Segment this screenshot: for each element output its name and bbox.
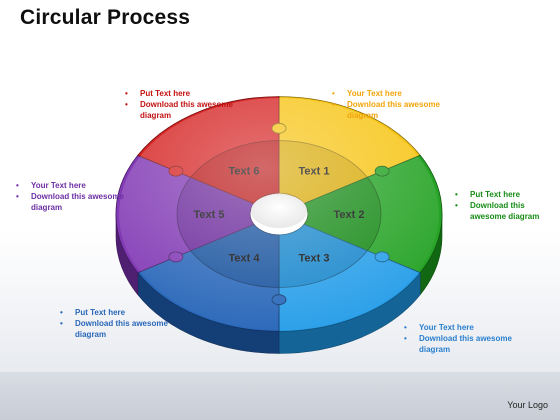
note-line: Download this awesome diagram (125, 99, 235, 121)
note-line: Download this awesome diagram (332, 99, 442, 121)
note-line: Your Text here (404, 322, 514, 333)
note-line: Download this awesome diagram (455, 200, 560, 222)
puzzle-tab-3 (374, 251, 390, 263)
segment-label-4: Text 4 (229, 253, 261, 265)
puzzle-tab-4 (271, 294, 287, 306)
puzzle-tab-5 (168, 251, 184, 263)
note-line: Download this awesome diagram (404, 333, 514, 355)
logo-text: Your Logo (507, 400, 548, 410)
segment-label-1: Text 1 (299, 165, 330, 177)
note-text-4: Put Text here Download this awesome diag… (60, 307, 170, 340)
note-line: Put Text here (125, 88, 235, 99)
center-hole (251, 194, 307, 228)
note-line: Your Text here (16, 180, 126, 191)
note-text-2: Put Text here Download this awesome diag… (455, 189, 560, 222)
puzzle-tab-2 (374, 165, 390, 177)
footer-band (0, 372, 560, 420)
page-title: Circular Process (20, 6, 191, 29)
note-text-1: Your Text here Download this awesome dia… (332, 88, 442, 121)
note-text-5: Your Text here Download this awesome dia… (16, 180, 126, 213)
segment-label-2: Text 2 (334, 209, 365, 221)
note-line: Download this awesome diagram (60, 318, 170, 340)
note-text-6: Put Text here Download this awesome diag… (125, 88, 235, 121)
puzzle-tab-6 (168, 165, 184, 177)
segment-label-6: Text 6 (229, 165, 260, 177)
note-line: Put Text here (455, 189, 560, 200)
note-line: Download this awesome diagram (16, 191, 126, 213)
puzzle-tab-1 (271, 122, 287, 134)
note-line: Your Text here (332, 88, 442, 99)
note-text-3: Your Text here Download this awesome dia… (404, 322, 514, 355)
segment-label-5: Text 5 (194, 209, 225, 221)
note-line: Put Text here (60, 307, 170, 318)
segment-label-3: Text 3 (299, 253, 330, 265)
